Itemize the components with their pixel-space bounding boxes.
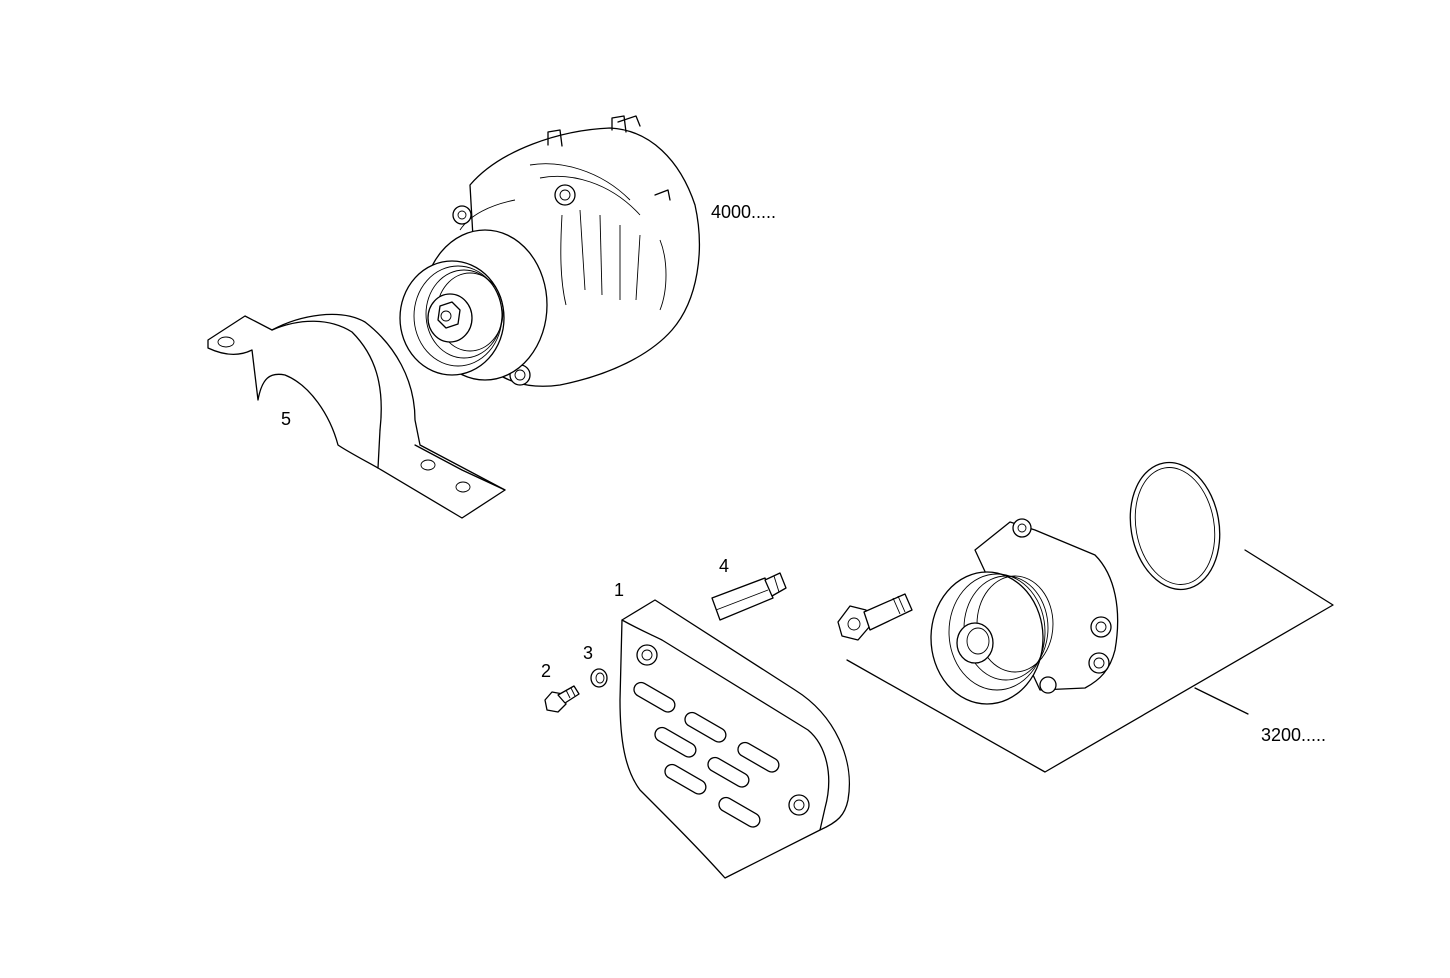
water-pump bbox=[837, 518, 1334, 773]
cover-callout: 1 bbox=[614, 580, 624, 600]
alternator-guard-bracket bbox=[207, 313, 506, 519]
screw-callout: 2 bbox=[541, 661, 551, 681]
hex-screw bbox=[544, 685, 580, 713]
stud bbox=[711, 572, 787, 621]
alternator-callout: 4000..... bbox=[711, 202, 776, 222]
alternator bbox=[399, 115, 700, 387]
stud-callout: 4 bbox=[719, 556, 729, 576]
o-ring bbox=[1129, 461, 1221, 591]
washer-callout: 3 bbox=[583, 643, 593, 663]
water-pump-callout: 3200..... bbox=[1261, 725, 1326, 745]
guard-callout: 5 bbox=[281, 409, 291, 429]
belt-cover bbox=[619, 599, 850, 879]
washer bbox=[590, 668, 608, 688]
